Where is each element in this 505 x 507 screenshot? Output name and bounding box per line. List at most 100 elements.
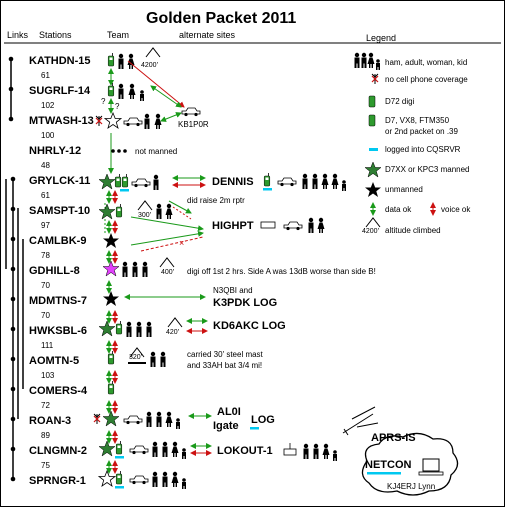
team-kathdn: 4200' <box>107 47 161 69</box>
legend: ham, adult, woman, kid no cell phone cov… <box>354 52 471 235</box>
altitude-label: 300' <box>138 212 151 219</box>
car-icon <box>129 475 149 485</box>
ham-icon <box>122 261 128 277</box>
mdmtns-note-2: K3PDK LOG <box>213 297 277 309</box>
logged-in-marker <box>250 427 259 430</box>
ham-icon <box>160 351 166 367</box>
voice-link <box>140 236 204 252</box>
woman-icon <box>322 443 330 459</box>
station-name: AOMTN-5 <box>29 355 79 367</box>
ham-icon <box>126 321 132 337</box>
station-name: MTWASH-13 <box>29 115 94 127</box>
ham-icon <box>146 411 152 427</box>
unmanned-star-icon <box>103 291 119 306</box>
station-number: 100 <box>41 131 55 140</box>
fail-mark-icon: × <box>179 238 184 248</box>
car-icon <box>129 445 149 455</box>
aomtn-note-1: carried 30' steel mast <box>187 350 264 359</box>
woman-icon <box>331 173 339 189</box>
legend-d72-icon <box>368 95 376 108</box>
team-samspt: 300' did raise 2m rptr <box>98 196 245 220</box>
station-number: 70 <box>41 281 50 290</box>
data-link <box>160 112 182 122</box>
no-cell-icon <box>95 115 103 127</box>
logged-in-marker <box>115 456 124 459</box>
digi-radio-icon <box>107 52 115 67</box>
alt-site-lokout: LOKOUT-1 <box>217 443 337 461</box>
hwksbl-note: KD6AKC LOG <box>213 320 286 332</box>
al0i-label: AL0I <box>217 406 241 418</box>
tnc-icon <box>283 448 297 456</box>
legend-label: altitude climbed <box>385 226 441 235</box>
ham-icon <box>303 443 309 459</box>
legend-mountain-icon <box>365 217 381 228</box>
kb1p0r-label: KB1P0R <box>178 120 209 129</box>
station-name: HWKSBL-6 <box>29 325 87 337</box>
team-gdhill: 400' digi off 1st 2 hrs. Side A was 13dB… <box>102 257 376 277</box>
station-number: 48 <box>41 161 50 170</box>
unmanned-star-icon <box>103 233 119 248</box>
ham-icon <box>152 471 158 487</box>
team-mtwash: ? ? <box>95 97 162 129</box>
station-name: CLNGMN-2 <box>29 445 87 457</box>
altitude-label: 320' <box>129 354 142 361</box>
altitude-label: 4200' <box>141 62 158 69</box>
mast-icon <box>128 362 146 364</box>
samspt-note: did raise 2m rptr <box>187 196 245 205</box>
ham-icon <box>118 83 124 99</box>
station-name: COMERS-4 <box>29 385 88 397</box>
legend-woman-icon <box>367 52 375 68</box>
highpt-label: HIGHPT <box>212 220 254 232</box>
radio-waves-icon <box>342 406 379 436</box>
car-icon <box>181 107 201 117</box>
ham-icon <box>152 441 158 457</box>
station-number: 72 <box>41 401 50 410</box>
car-icon <box>131 178 151 188</box>
station-number: 103 <box>41 371 55 380</box>
legend-unmanned-star-icon <box>365 182 381 197</box>
no-cell-icon <box>93 413 101 425</box>
station-number: 70 <box>41 311 50 320</box>
manned-star-icon <box>98 203 116 220</box>
woman-icon <box>171 471 179 487</box>
manned-star-icon <box>98 320 116 337</box>
digi-star-icon <box>102 260 120 277</box>
logged-in-marker <box>120 189 129 192</box>
station-name: SPRNGR-1 <box>29 475 86 487</box>
operator-label: KJ4ERJ Lynn <box>387 482 435 491</box>
team-nhrly: not manned <box>111 147 177 156</box>
digi-radio-icon <box>263 172 271 187</box>
ham-icon <box>150 351 156 367</box>
station-number: 89 <box>41 431 50 440</box>
header-links: Links <box>7 30 29 40</box>
station-labels: KATHDN-15 61 SUGRLF-14 102 MTWASH-13 100… <box>29 55 94 487</box>
kid-icon <box>342 180 346 191</box>
legend-d7-icon <box>368 114 376 127</box>
altitude-label: 400' <box>161 269 174 276</box>
station-number: 75 <box>41 461 50 470</box>
legend-label: data ok <box>385 205 412 214</box>
station-number: 111 <box>41 341 54 350</box>
legend-label: D7, VX8, FTM350 <box>385 116 450 125</box>
station-name: SAMSPT-10 <box>29 205 90 217</box>
car-icon <box>277 177 297 187</box>
unmanned-star-icon <box>98 470 116 487</box>
link-dots <box>8 56 16 482</box>
team-mdmtns: N3QBI and K3PDK LOG <box>103 286 277 309</box>
altitude-label: 420' <box>166 329 179 336</box>
question-mark: ? <box>115 102 120 111</box>
chain-links <box>104 68 118 474</box>
ham-icon <box>302 173 308 189</box>
alt-site-highpt: HIGHPT × <box>130 216 325 252</box>
ham-icon <box>312 173 318 189</box>
ham-icon <box>162 441 168 457</box>
tnc-icon <box>260 221 276 229</box>
kid-icon <box>182 478 186 489</box>
digi-radio-icon <box>114 173 122 188</box>
woman-icon <box>321 173 329 189</box>
dennis-label: DENNIS <box>212 176 254 188</box>
legend-label: voice ok <box>441 205 471 214</box>
ham-icon <box>153 174 159 190</box>
logged-in-marker <box>263 188 272 191</box>
station-name: GDHILL-8 <box>29 265 80 277</box>
